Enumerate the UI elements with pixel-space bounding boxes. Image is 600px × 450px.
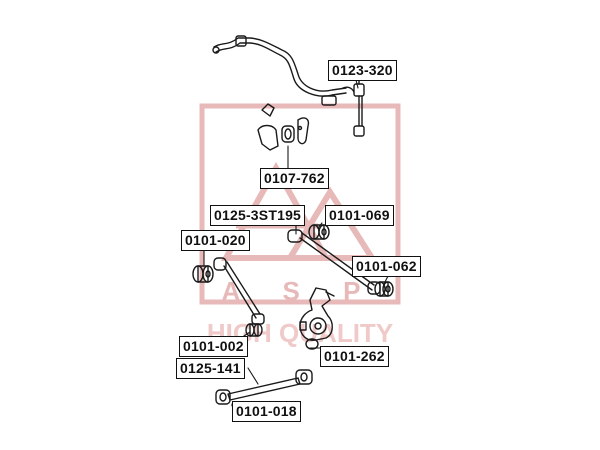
part-label-0125-141: 0125-141 xyxy=(176,358,245,379)
part-label-0123-320: 0123-320 xyxy=(328,60,397,81)
bushing-020 xyxy=(192,265,214,283)
part-label-0101-002: 0101-002 xyxy=(179,336,248,357)
bushing-002 xyxy=(245,323,263,337)
part-label-0101-069: 0101-069 xyxy=(325,205,394,226)
lower-arm xyxy=(213,257,265,325)
part-label-0101-062: 0101-062 xyxy=(352,256,421,277)
bushing-062 xyxy=(374,281,394,297)
part-label-0101-262: 0101-262 xyxy=(320,346,389,367)
part-label-0101-018: 0101-018 xyxy=(232,401,301,422)
bushing-069 xyxy=(308,224,330,240)
stabilizer-bushing xyxy=(257,103,310,151)
stabilizer-bar xyxy=(212,35,355,106)
stabilizer-link xyxy=(353,71,365,137)
lateral-arm xyxy=(215,369,313,405)
part-label-0107-762: 0107-762 xyxy=(260,168,329,189)
part-label-0101-020: 0101-020 xyxy=(181,230,250,251)
knuckle xyxy=(299,287,335,350)
part-label-0125-3st195: 0125-3ST195 xyxy=(210,205,306,226)
